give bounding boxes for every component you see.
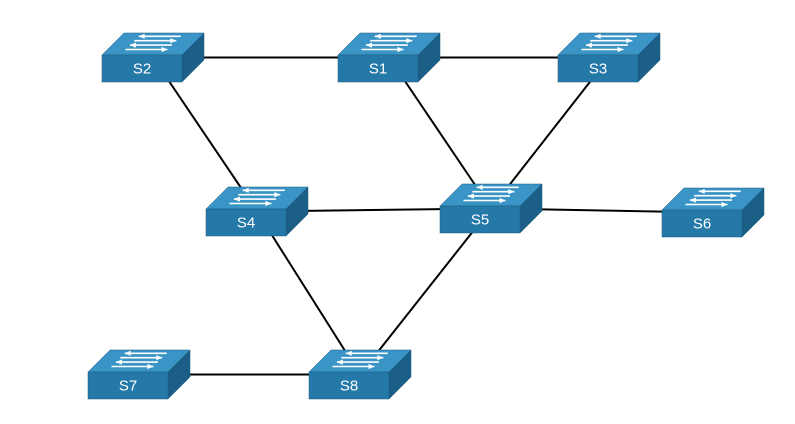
link-s3-s5 bbox=[490, 56, 610, 210]
link-s1-s5 bbox=[388, 56, 492, 210]
switch-arrows-icon bbox=[463, 184, 519, 204]
switch-label: S7 bbox=[119, 378, 137, 395]
switch-arrows-icon bbox=[361, 33, 417, 53]
link-s2-s4 bbox=[152, 56, 258, 213]
switch-s3[interactable]: S3 bbox=[557, 32, 661, 83]
switch-s6[interactable]: S6 bbox=[661, 187, 765, 238]
link-s5-s8 bbox=[359, 207, 492, 376]
switch-s2[interactable]: S2 bbox=[101, 32, 205, 83]
switch-label: S8 bbox=[340, 378, 358, 395]
switch-s1[interactable]: S1 bbox=[337, 32, 441, 83]
link-s4-s8 bbox=[256, 210, 361, 376]
switch-label: S2 bbox=[133, 61, 151, 78]
network-switch-icon bbox=[308, 349, 412, 400]
switch-arrows-icon bbox=[111, 350, 167, 370]
switch-label: S4 bbox=[237, 215, 255, 232]
switch-label: S3 bbox=[589, 61, 607, 78]
switch-label: S6 bbox=[693, 216, 711, 233]
switch-s5[interactable]: S5 bbox=[439, 183, 543, 234]
switch-arrows-icon bbox=[332, 350, 388, 370]
switch-label: S5 bbox=[471, 212, 489, 229]
switch-s4[interactable]: S4 bbox=[205, 186, 309, 237]
network-switch-icon bbox=[205, 186, 309, 237]
switch-label: S1 bbox=[369, 61, 387, 78]
switch-arrows-icon bbox=[125, 33, 181, 53]
switch-arrows-icon bbox=[685, 188, 741, 208]
switch-arrows-icon bbox=[229, 187, 285, 207]
switch-arrows-icon bbox=[581, 33, 637, 53]
switch-s8[interactable]: S8 bbox=[308, 349, 412, 400]
switch-s7[interactable]: S7 bbox=[87, 349, 191, 400]
network-switch-icon bbox=[87, 349, 191, 400]
